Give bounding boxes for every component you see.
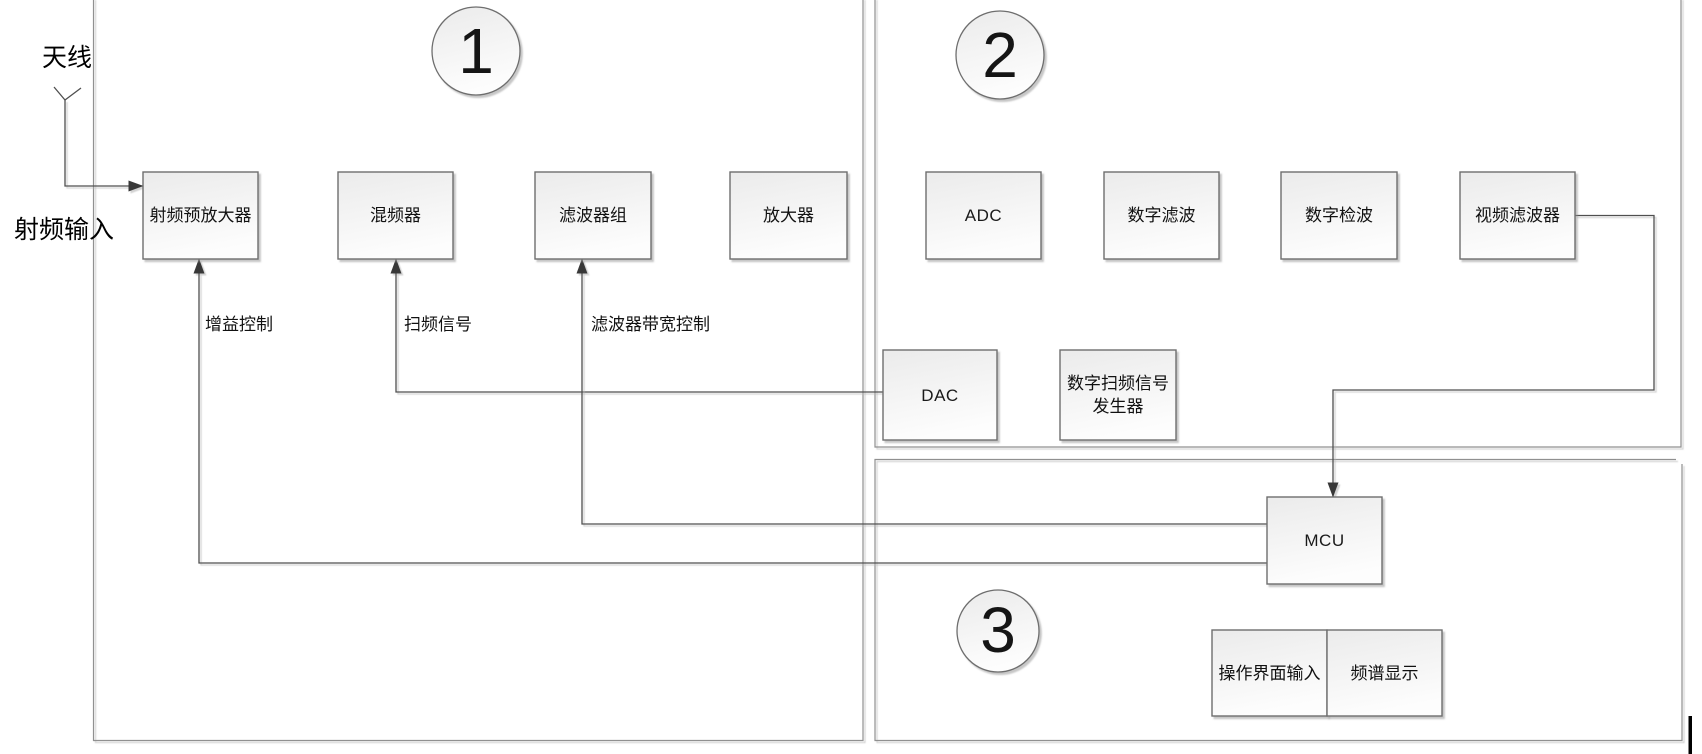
stage2-badge-circle bbox=[955, 10, 1045, 100]
block-mixer: 混频器 bbox=[337, 171, 454, 260]
edge-videofilter-to-mcu bbox=[1327, 214, 1655, 498]
stage2-frame bbox=[874, 0, 1682, 448]
block-digital-detect-box bbox=[1280, 171, 1398, 260]
block-dac-label: DAC bbox=[921, 386, 958, 405]
stage1-badge-number: 1 bbox=[458, 15, 494, 87]
stage3-badge-number: 3 bbox=[980, 594, 1016, 666]
block-ui-input-box bbox=[1211, 629, 1328, 717]
block-amplifier-label: 放大器 bbox=[763, 206, 814, 225]
block-rf-preamp: 射频预放大器 bbox=[142, 171, 259, 260]
block-adc-label: ADC bbox=[965, 206, 1002, 225]
block-sweep-generator-box bbox=[1059, 349, 1177, 441]
block-digital-detect-label: 数字检波 bbox=[1305, 206, 1373, 225]
edge-mcu-to-filterbank bbox=[576, 258, 1267, 525]
block-amplifier-box bbox=[729, 171, 848, 260]
block-spectrum-display-box bbox=[1326, 629, 1443, 717]
antenna-icon bbox=[53, 86, 82, 101]
block-filter-bank: 滤波器组 bbox=[534, 171, 652, 260]
edge-dac-to-mixer bbox=[390, 258, 883, 393]
block-spectrum-display: 频谱显示 bbox=[1326, 629, 1443, 717]
block-sweep-generator-label-line1: 数字扫频信号 bbox=[1067, 374, 1169, 393]
text-caret-mark bbox=[1688, 716, 1692, 754]
stage1-badge-circle bbox=[431, 6, 521, 96]
block-sweep-generator-label-line2: 发生器 bbox=[1093, 397, 1144, 416]
block-adc-box bbox=[925, 171, 1042, 260]
block-video-filter-box bbox=[1459, 171, 1576, 260]
block-spectrum-display-label: 频谱显示 bbox=[1351, 664, 1419, 683]
block-rf-preamp-box bbox=[142, 171, 259, 260]
block-digital-filter: 数字滤波 bbox=[1103, 171, 1220, 260]
block-dac: DAC bbox=[882, 349, 998, 441]
block-video-filter: 视频滤波器 bbox=[1459, 171, 1576, 260]
block-digital-filter-label: 数字滤波 bbox=[1128, 206, 1196, 225]
block-ui-input: 操作界面输入 bbox=[1211, 629, 1328, 717]
block-digital-detect: 数字检波 bbox=[1280, 171, 1398, 260]
stage3-badge-circle bbox=[956, 589, 1040, 673]
stage3-badge: 3 bbox=[956, 589, 1040, 673]
rf-input-label: 射频输入 bbox=[14, 216, 114, 244]
filter-bandwidth-label: 滤波器带宽控制 bbox=[591, 315, 710, 334]
block-sweep-generator: 数字扫频信号 发生器 bbox=[1059, 349, 1177, 441]
block-mcu-box bbox=[1266, 496, 1383, 585]
block-mcu: MCU bbox=[1266, 496, 1383, 585]
block-adc: ADC bbox=[925, 171, 1042, 260]
block-mixer-box bbox=[337, 171, 454, 260]
edge-antenna-to-preamp bbox=[64, 100, 144, 192]
block-mcu-label: MCU bbox=[1304, 531, 1344, 550]
stage3-frame bbox=[874, 458, 1683, 742]
sweep-signal-label: 扫频信号 bbox=[404, 315, 472, 334]
block-filter-bank-box bbox=[534, 171, 652, 260]
stage1-frame bbox=[92, 0, 864, 742]
stage2-badge-number: 2 bbox=[982, 19, 1018, 91]
gain-control-label: 增益控制 bbox=[205, 315, 273, 334]
stage-frames bbox=[92, 0, 1683, 742]
block-rf-preamp-label: 射频预放大器 bbox=[150, 206, 252, 225]
block-mixer-label: 混频器 bbox=[370, 206, 421, 225]
block-video-filter-label: 视频滤波器 bbox=[1475, 206, 1560, 225]
block-dac-box bbox=[882, 349, 998, 441]
stage1-badge: 1 bbox=[431, 6, 521, 96]
block-ui-input-label: 操作界面输入 bbox=[1219, 664, 1321, 683]
block-amplifier: 放大器 bbox=[729, 171, 848, 260]
block-filter-bank-label: 滤波器组 bbox=[559, 206, 627, 225]
block-digital-filter-box bbox=[1103, 171, 1220, 260]
stage2-badge: 2 bbox=[955, 10, 1045, 100]
connectors bbox=[10, 86, 1655, 631]
antenna-label: 天线 bbox=[42, 44, 92, 72]
edge-mcu-to-preamp bbox=[193, 258, 1267, 564]
